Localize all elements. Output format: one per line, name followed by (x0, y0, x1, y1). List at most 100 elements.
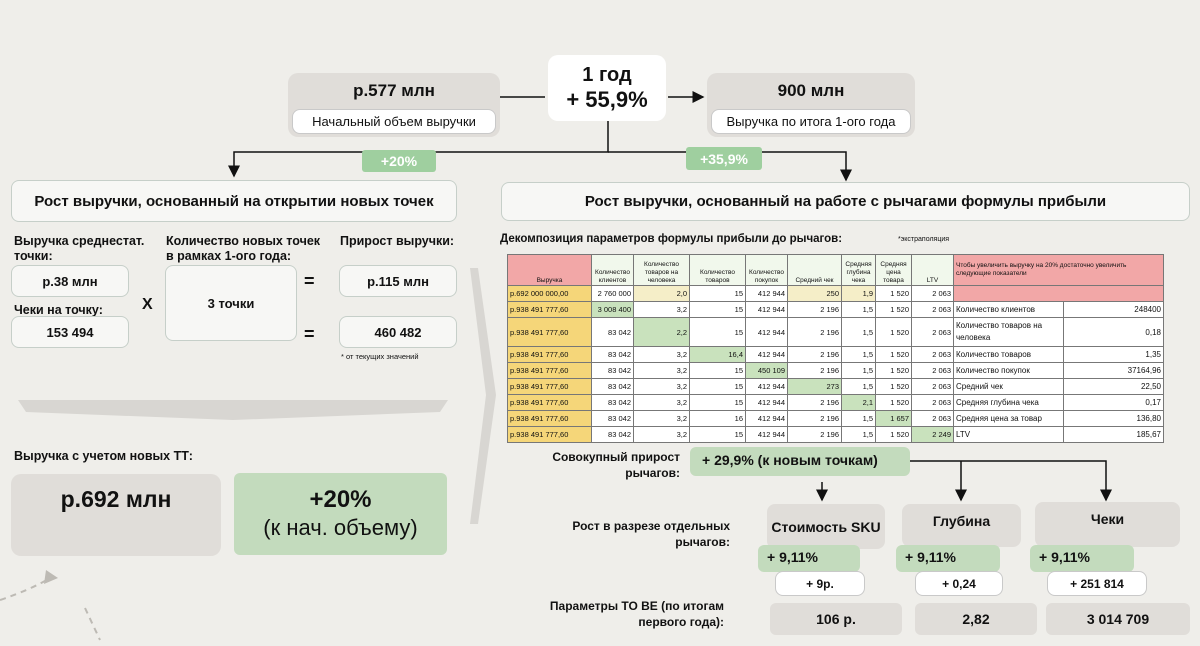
table-cell: 2 249 (911, 426, 954, 443)
current-values-note: * от текущих значений (341, 352, 419, 361)
new-points-count-value: 3 точки (165, 265, 297, 341)
table-cell: 1 520 (875, 426, 912, 443)
checks-per-point-label: Чеки на точку: (14, 303, 103, 317)
decomposition-table: Выручка Количество клиентов Количество т… (507, 254, 1164, 443)
table-cell: 250 (787, 285, 842, 302)
lever-sku-price: Стоимость SKU (767, 504, 885, 549)
table-row-label: Средний чек (953, 378, 1064, 395)
table-header: LTV (911, 254, 954, 286)
table-header: Средняя глубина чека (841, 254, 876, 286)
table-cell: 1 520 (875, 378, 912, 395)
table-row-value: 1,35 (1063, 346, 1164, 363)
levers-section-title: Рост выручки, основанный на работе с рыч… (501, 182, 1190, 221)
table-cell: р.938 491 777,60 (507, 346, 592, 363)
table-row-label: Количество клиентов (953, 301, 1064, 318)
table-cell: р.938 491 777,60 (507, 317, 592, 347)
table-cell: 3,2 (633, 410, 690, 427)
table-cell: 1,5 (841, 426, 876, 443)
table-header: Количество покупок (745, 254, 788, 286)
revenue-growth-value: р.115 млн (339, 265, 457, 297)
table-cell: 412 944 (745, 301, 788, 318)
table-cell: 1,5 (841, 317, 876, 347)
table-row-label: Средняя цена за товар (953, 410, 1064, 427)
result-growth-card: +20% (к нач. объему) (234, 473, 447, 555)
new-points-count-label: Количество новых точек в рамках 1-ого го… (166, 234, 321, 263)
table-cell: р.938 491 777,60 (507, 410, 592, 427)
table-row-label (953, 285, 1164, 302)
new-points-section-title: Рост выручки, основанный на открытии нов… (11, 180, 457, 222)
table-cell: 2 196 (787, 410, 842, 427)
year-growth-pct: + 55,9% (566, 87, 648, 112)
avg-revenue-value: р.38 млн (11, 265, 129, 297)
result-revenue-label: Выручка с учетом новых ТТ: (14, 449, 193, 463)
table-cell: р.938 491 777,60 (507, 426, 592, 443)
cumulative-growth-label: Совокупный прирост рычагов: (552, 450, 680, 480)
table-cell: 83 042 (591, 394, 634, 411)
table-cell: 3,2 (633, 346, 690, 363)
table-row-label: Количество товаров на человека (953, 317, 1064, 347)
lever-checks: Чеки (1035, 502, 1180, 547)
table-cell: 2 063 (911, 285, 954, 302)
table-cell: 412 944 (745, 410, 788, 427)
table-cell: 15 (689, 378, 746, 395)
table-cell: 2 760 000 (591, 285, 634, 302)
table-cell: р.938 491 777,60 (507, 394, 592, 411)
lever-checks-param: 3 014 709 (1046, 603, 1190, 635)
table-cell: 412 944 (745, 378, 788, 395)
table-cell: 2,2 (633, 317, 690, 347)
table-cell: 15 (689, 301, 746, 318)
table-cell: 412 944 (745, 285, 788, 302)
table-header: Количество клиентов (591, 254, 634, 286)
table-header: Средняя цена товара (875, 254, 912, 286)
table-cell: 2 063 (911, 394, 954, 411)
table-cell: 2 063 (911, 346, 954, 363)
lever-depth-pct: + 9,11% (896, 545, 1000, 572)
table-cell: 83 042 (591, 378, 634, 395)
end-revenue-label: Выручка по итога 1-ого года (711, 109, 911, 134)
table-cell: 3,2 (633, 426, 690, 443)
result-revenue-value: р.692 млн (11, 474, 221, 556)
table-cell: 450 109 (745, 362, 788, 379)
start-revenue-value: р.577 млн (353, 81, 435, 100)
lever-sku-price-delta: + 9р. (775, 571, 865, 596)
table-cell: 3,2 (633, 394, 690, 411)
table-cell: р.938 491 777,60 (507, 301, 592, 318)
table-cell: 2,1 (841, 394, 876, 411)
table-cell: 2 063 (911, 378, 954, 395)
table-cell: 83 042 (591, 346, 634, 363)
table-row-value: 22,50 (1063, 378, 1164, 395)
table-cell: 2 063 (911, 317, 954, 347)
checks-per-point-value: 153 494 (11, 316, 129, 348)
cumulative-growth-value: + 29,9% (к новым точкам) (690, 447, 910, 476)
table-cell: 3 008 400 (591, 301, 634, 318)
lever-checks-pct: + 9,11% (1030, 545, 1134, 572)
levers-growth-badge: +35,9% (686, 147, 762, 170)
extrapolation-note: *экстраполяция (898, 236, 950, 243)
table-cell: 3,2 (633, 301, 690, 318)
table-header: Количество товаров на человека (633, 254, 690, 286)
table-cell: 1 520 (875, 317, 912, 347)
lever-checks-delta: + 251 814 (1047, 571, 1147, 596)
revenue-growth-label: Прирост выручки: (340, 234, 455, 248)
table-cell: 3,2 (633, 378, 690, 395)
table-cell: 2 196 (787, 426, 842, 443)
table-cell: 15 (689, 394, 746, 411)
lever-depth: Глубина (902, 504, 1021, 547)
table-cell: 1,5 (841, 301, 876, 318)
table-row-label: Количество товаров (953, 346, 1064, 363)
table-cell: 83 042 (591, 317, 634, 347)
table-cell: 2 196 (787, 394, 842, 411)
lever-sku-price-pct: + 9,11% (758, 545, 860, 572)
table-header: Средний чек (787, 254, 842, 286)
table-row-label: Количество покупок (953, 362, 1064, 379)
table-cell: 1 520 (875, 362, 912, 379)
table-cell: 16 (689, 410, 746, 427)
table-cell: 15 (689, 362, 746, 379)
table-cell: 2 196 (787, 346, 842, 363)
